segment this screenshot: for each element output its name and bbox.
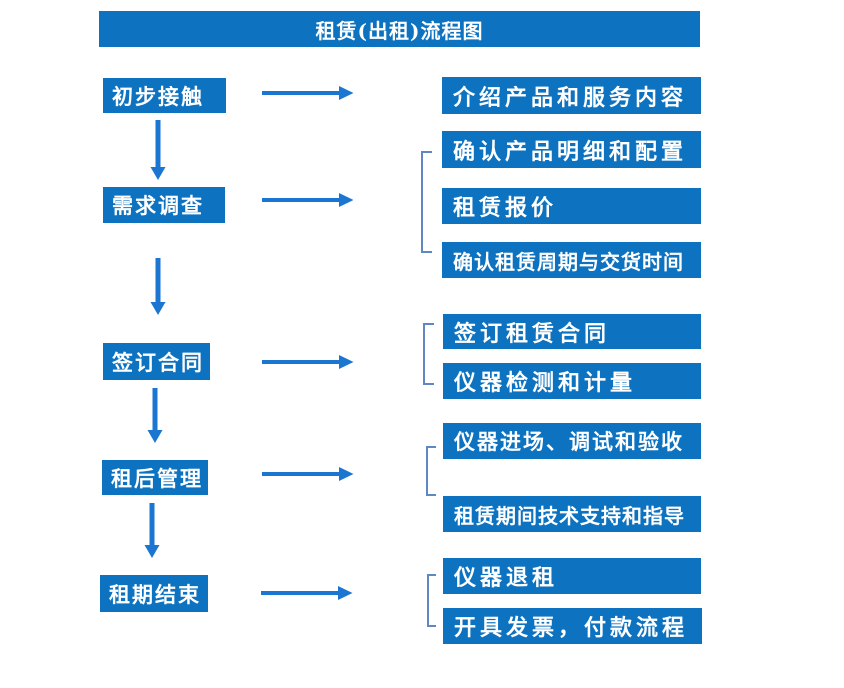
stage-label: 初步接触 <box>112 83 204 109</box>
detail-box-invoice-payment: 开具发票，付款流程 <box>443 608 702 644</box>
stage-box-post-rental-management: 租后管理 <box>102 460 208 495</box>
detail-box-confirm-period-delivery: 确认租赁周期与交货时间 <box>442 242 701 278</box>
flow-arrow-right-4 <box>262 467 354 481</box>
detail-box-sign-rental-contract: 签订租赁合同 <box>443 314 701 349</box>
group-bracket-post-rental-management <box>426 446 436 496</box>
detail-box-instrument-setup-acceptance: 仪器进场、调试和验收 <box>443 423 701 459</box>
detail-label: 仪器进场、调试和验收 <box>454 429 684 454</box>
detail-label: 租赁报价 <box>453 195 558 221</box>
stage-box-demand-survey: 需求调查 <box>103 187 225 223</box>
flow-arrow-down-2 <box>150 258 166 315</box>
stage-label: 租期结束 <box>109 581 201 607</box>
flow-arrow-right-1 <box>262 86 354 100</box>
stage-label: 签订合同 <box>112 349 204 375</box>
stage-box-initial-contact: 初步接触 <box>103 78 226 113</box>
detail-box-confirm-product-config: 确认产品明细和配置 <box>442 131 701 168</box>
stage-box-rental-end: 租期结束 <box>100 575 208 612</box>
stage-label: 需求调查 <box>112 193 204 218</box>
flow-arrow-right-5 <box>261 586 353 600</box>
detail-label: 仪器检测和计量 <box>454 370 637 396</box>
stage-label: 租后管理 <box>111 465 203 491</box>
detail-box-instrument-return: 仪器退租 <box>443 558 701 594</box>
detail-box-instrument-testing-metering: 仪器检测和计量 <box>443 363 701 399</box>
flowchart-title: 租赁(出租)流程图 <box>99 11 700 47</box>
detail-label: 确认产品明细和配置 <box>453 138 688 165</box>
detail-label: 确认租赁周期与交货时间 <box>453 249 684 274</box>
group-bracket-demand-survey <box>421 151 432 253</box>
detail-box-rental-tech-support: 租赁期间技术支持和指导 <box>443 496 701 532</box>
detail-box-rental-quotation: 租赁报价 <box>442 188 701 224</box>
stage-box-contract-signing: 签订合同 <box>103 343 210 380</box>
group-bracket-rental-end <box>427 574 436 627</box>
detail-label: 签订租赁合同 <box>454 320 611 347</box>
detail-label: 介绍产品和服务内容 <box>453 84 688 111</box>
flow-arrow-down-3 <box>147 388 163 443</box>
detail-label: 仪器退租 <box>454 565 559 591</box>
flow-arrow-right-2 <box>262 193 354 207</box>
detail-label: 开具发票，付款流程 <box>454 615 689 641</box>
flow-arrow-down-4 <box>144 503 160 558</box>
group-bracket-contract-signing <box>423 323 434 385</box>
flow-arrow-right-3 <box>262 355 354 369</box>
flow-arrow-down-1 <box>150 120 166 180</box>
detail-box-introduce-product-service: 介绍产品和服务内容 <box>442 77 701 114</box>
detail-label: 租赁期间技术支持和指导 <box>454 503 685 528</box>
